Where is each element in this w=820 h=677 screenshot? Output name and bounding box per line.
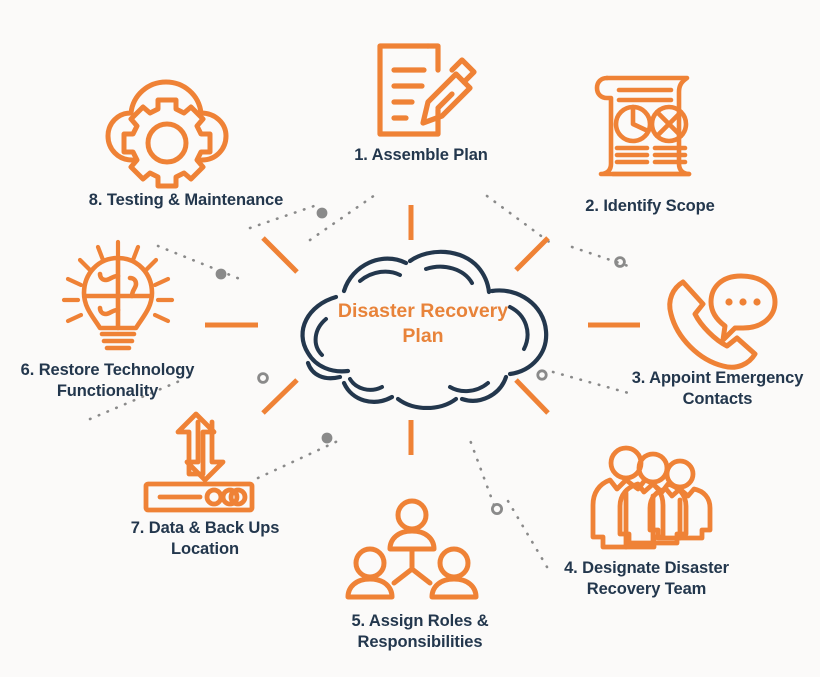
radial-ticks bbox=[205, 205, 640, 455]
step-label-6: 6. Restore Technology Functionality bbox=[20, 361, 195, 400]
line-dot-open bbox=[614, 256, 626, 268]
center-title: Disaster Recovery Plan bbox=[337, 300, 509, 347]
dotted-line-8 bbox=[248, 202, 322, 230]
chat-dots bbox=[725, 298, 761, 306]
data-backup-icon bbox=[140, 411, 258, 513]
bulb-rays bbox=[61, 239, 175, 324]
line-dot-filled bbox=[321, 432, 333, 444]
radial-tick-tr bbox=[514, 236, 550, 272]
scroll-report-icon bbox=[589, 68, 701, 180]
step-label-4: 4. Designate Disaster Recovery Team bbox=[564, 559, 729, 598]
line-dot-open bbox=[257, 372, 269, 384]
cloud-gear-icon bbox=[104, 78, 230, 189]
phone-chat-icon bbox=[663, 272, 778, 376]
radial-tick-br bbox=[514, 378, 550, 415]
radial-tick-bl bbox=[261, 378, 299, 415]
step-label-2: 2. Identify Scope bbox=[585, 197, 715, 215]
org-chart-icon bbox=[345, 497, 479, 601]
line-dot-filled bbox=[215, 268, 227, 280]
lightbulb-puzzle-icon bbox=[58, 236, 178, 358]
radial-tick-tl bbox=[261, 236, 299, 274]
people-group-icon bbox=[590, 444, 713, 552]
line-dot-open bbox=[490, 502, 503, 515]
step-label-8: 8. Testing & Maintenance bbox=[88, 191, 284, 209]
dotted-line-markers bbox=[215, 207, 333, 444]
line-dot-filled bbox=[316, 207, 328, 219]
cloud-shape bbox=[300, 249, 549, 410]
dotted-line-4 bbox=[503, 494, 549, 569]
step-label-3: 3. Appoint Emergency Contacts bbox=[631, 369, 804, 408]
document-pen-icon bbox=[366, 36, 477, 144]
dotted-line-2 bbox=[485, 194, 554, 246]
line-dot-open bbox=[536, 369, 548, 381]
dotted-line-1 bbox=[308, 193, 377, 242]
dotted-line-5 bbox=[468, 438, 496, 507]
dotted-line-markers-open bbox=[257, 256, 626, 515]
center-cloud: Disaster Recovery Plan bbox=[278, 245, 568, 410]
step-label-7: 7. Data & Back Ups Location bbox=[130, 519, 280, 558]
step-label-5: 5. Assign Roles & Responsibilities bbox=[351, 612, 489, 651]
step-label-1: 1. Assemble Plan bbox=[354, 146, 488, 164]
dotted-line-7 bbox=[256, 438, 342, 480]
dotted-line-2b bbox=[570, 245, 636, 270]
